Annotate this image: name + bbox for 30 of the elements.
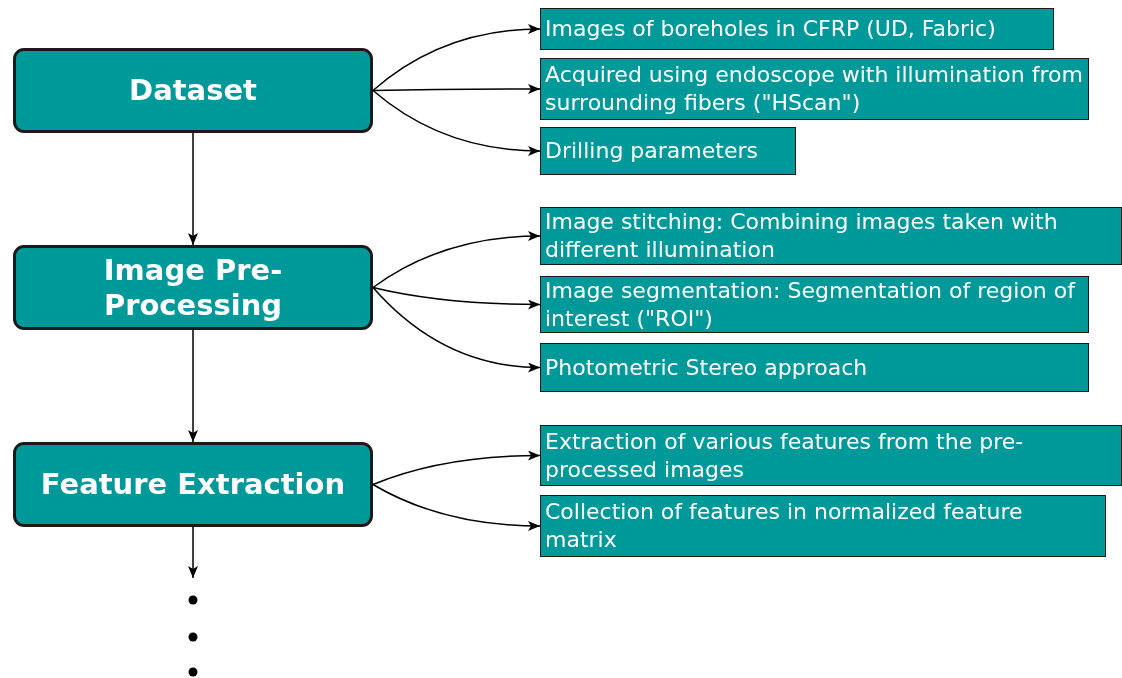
arrow	[372, 286, 541, 310]
arrow	[372, 84, 541, 94]
process-box	[13, 245, 373, 330]
arrow	[372, 450, 541, 486]
description-text: Image segmentation: Segmentation of region of interest ("ROI")	[545, 276, 1077, 333]
description-box	[540, 343, 1089, 392]
description-text: Acquired using endoscope with illumination from surrounding fibers ("HScan")	[545, 61, 1084, 117]
step-title: Feature Extraction	[40, 467, 346, 502]
description-box	[540, 425, 1122, 486]
description-box	[540, 495, 1106, 557]
step-title: Dataset	[129, 73, 257, 108]
arrow	[188, 526, 198, 579]
arrow	[372, 24, 541, 92]
description-text: Extraction of various features from the pre-processed images	[545, 427, 1025, 484]
arrow	[372, 286, 541, 373]
description-text: Image stitching: Combining images taken with different illumination	[545, 208, 1059, 264]
description-text: Drilling parameters	[545, 137, 758, 165]
description-text: Photometric Stereo approach	[545, 353, 868, 382]
process-box	[13, 48, 373, 133]
description-text: Collection of features in normalized feature matrix	[545, 498, 1024, 554]
process-box	[13, 442, 373, 527]
description-text: Images of boreholes in CFRP (UD, Fabric)	[545, 15, 996, 43]
description-box	[540, 127, 796, 175]
step-title: Image Pre-Processing	[102, 253, 284, 322]
arrow	[188, 132, 198, 246]
description-box	[540, 8, 1054, 50]
arrow	[372, 89, 541, 156]
arrow	[372, 483, 541, 531]
arrow	[188, 329, 198, 443]
arrow	[372, 231, 541, 289]
